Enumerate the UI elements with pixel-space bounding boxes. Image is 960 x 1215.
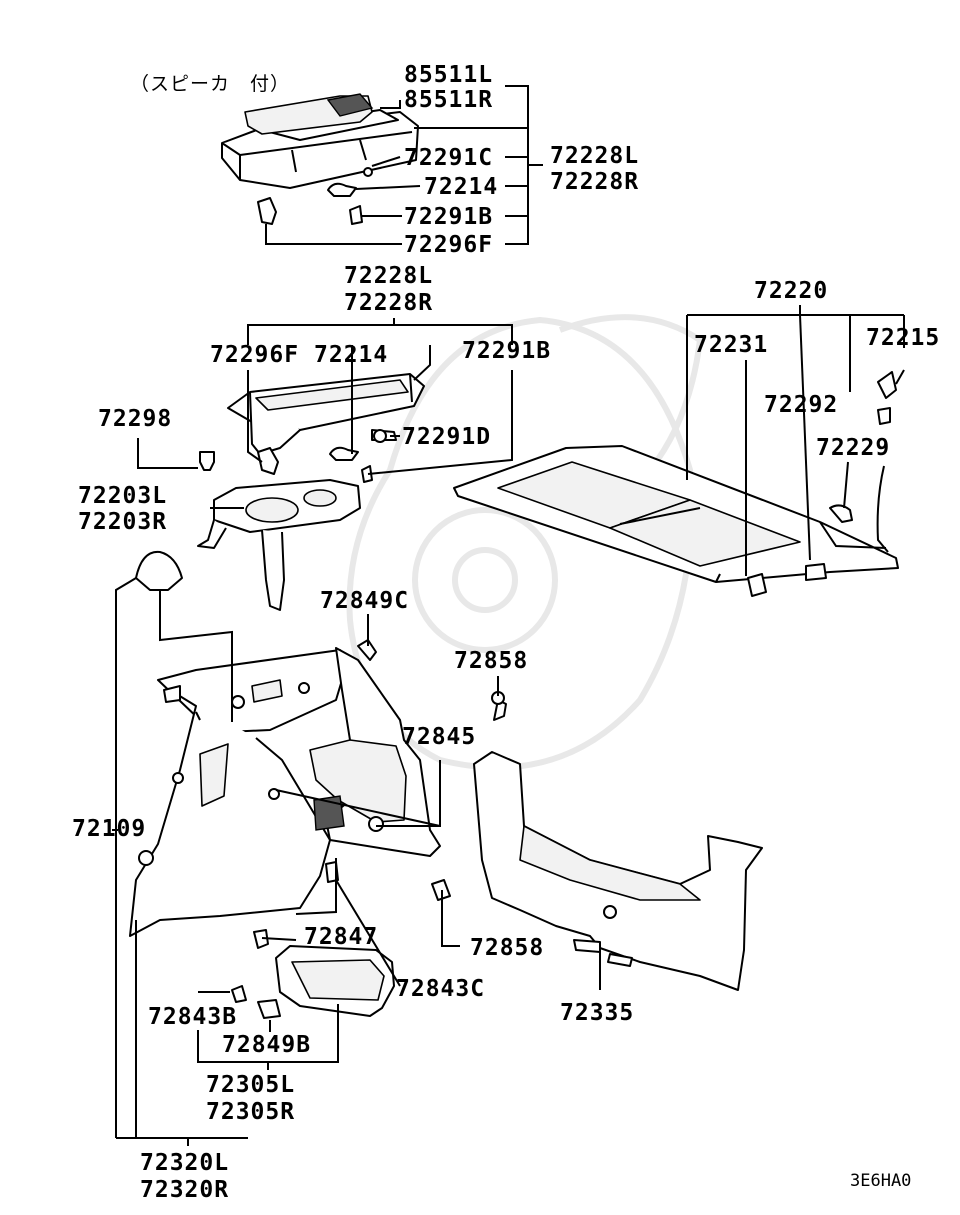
label-72858-bot: 72858 xyxy=(470,935,544,961)
label-72228r-mid: 72228R xyxy=(344,290,433,316)
label-72228l-mid: 72228L xyxy=(344,263,433,289)
label-72305r: 72305R xyxy=(206,1099,295,1125)
bracket-72203 xyxy=(197,479,361,611)
label-72220: 72220 xyxy=(754,278,828,304)
label-72335: 72335 xyxy=(560,1000,634,1026)
label-72214-top: 72214 xyxy=(424,174,498,200)
label-72847: 72847 xyxy=(304,924,378,950)
label-72298: 72298 xyxy=(98,406,172,432)
screw-72298 xyxy=(137,438,215,471)
mid-leader-lines xyxy=(247,318,513,475)
top-leader-lines xyxy=(265,85,543,245)
lower-leader-lines xyxy=(112,577,601,1146)
label-72296f-mid: 72296F xyxy=(210,342,299,368)
label-72228l-top: 72228L xyxy=(550,143,639,169)
trim-cover-72305 xyxy=(231,929,395,1019)
label-85511l: 85511L xyxy=(404,62,493,88)
label-85511r: 85511R xyxy=(404,87,493,113)
label-72849b: 72849B xyxy=(222,1032,311,1058)
label-72215: 72215 xyxy=(866,325,940,351)
label-72291b-top: 72291B xyxy=(404,204,493,230)
part-labels: （スピーカ 付） 85511L 85511R 72291C 72214 7229… xyxy=(72,62,940,1203)
speaker-note: （スピーカ 付） xyxy=(130,73,290,95)
label-72305l: 72305L xyxy=(206,1072,295,1098)
label-72843b: 72843B xyxy=(148,1004,237,1030)
label-72292: 72292 xyxy=(764,392,838,418)
label-72291c: 72291C xyxy=(404,145,493,171)
pillar-cap xyxy=(135,550,233,722)
label-72843c: 72843C xyxy=(396,976,485,1002)
label-72858-top: 72858 xyxy=(454,648,528,674)
label-72109: 72109 xyxy=(72,816,146,842)
speaker-box-frame xyxy=(227,373,425,483)
label-72203r: 72203R xyxy=(78,509,167,535)
label-72291d: 72291D xyxy=(402,424,491,450)
speaker-box-assembly xyxy=(221,93,419,225)
label-72228r-top: 72228R xyxy=(550,169,639,195)
parcel-shelf xyxy=(453,371,899,597)
label-72849c: 72849C xyxy=(320,588,409,614)
label-72845: 72845 xyxy=(402,724,476,750)
diagram-code: 3E6HA0 xyxy=(850,1171,911,1191)
label-72296f-top: 72296F xyxy=(404,232,493,258)
watermark-logo xyxy=(346,314,704,771)
label-72320r: 72320R xyxy=(140,1177,229,1203)
quarter-trim-panel xyxy=(129,649,349,937)
label-72320l: 72320L xyxy=(140,1150,229,1176)
label-72214-mid: 72214 xyxy=(314,342,388,368)
floor-trim-panel xyxy=(473,691,763,991)
label-72203l: 72203L xyxy=(78,483,167,509)
label-72291b-mid: 72291B xyxy=(462,338,551,364)
label-72231: 72231 xyxy=(694,332,768,358)
shelf-leader-lines xyxy=(686,305,905,576)
label-72229: 72229 xyxy=(816,435,890,461)
